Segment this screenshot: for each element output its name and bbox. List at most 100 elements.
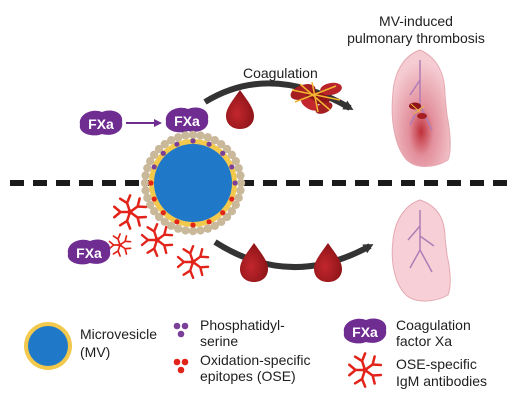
ps-marker [206, 141, 212, 147]
membrane-bead [160, 139, 169, 149]
ps-marker [160, 150, 166, 156]
membrane-bead [203, 224, 213, 233]
fxa-badge-top-left: FXa [79, 110, 123, 136]
membrane-bead [146, 157, 155, 166]
membrane-bead [154, 144, 164, 154]
blood-drop-top [226, 90, 254, 129]
legend-fxa-icon: FXa [343, 318, 387, 344]
blood-drop-bottom-right [314, 243, 342, 282]
membrane-bead [227, 150, 237, 159]
ose-marker [206, 219, 212, 225]
membrane-bead [231, 200, 240, 209]
membrane-bead [143, 193, 152, 203]
membrane-bead [181, 131, 190, 140]
membrane-bead [149, 150, 159, 159]
membrane-bead [196, 131, 205, 140]
blood-drop-bottom-left [240, 243, 268, 282]
lung-thrombosis-icon [391, 49, 451, 167]
microvesicle-membrane [140, 130, 246, 236]
membrane-bead [154, 212, 164, 222]
membrane-bead [188, 130, 198, 140]
membrane-bead [217, 217, 226, 227]
lung-healthy-icon [391, 199, 451, 302]
membrane-bead [234, 163, 243, 173]
coagulation-arrow-bottom [213, 239, 374, 270]
ose-marker [151, 196, 157, 202]
membrane-bead [146, 200, 155, 209]
ps-marker [232, 180, 238, 186]
legend-phosphatidylserine-label-line2: serine [200, 333, 238, 349]
fxa-badge-bound: FXa [165, 107, 209, 133]
legend: Microvesicle (MV) Phosphatidyl- serine O… [24, 317, 487, 389]
ps-marker [220, 150, 226, 156]
membrane-bead [210, 136, 219, 145]
ps-marker [190, 138, 196, 144]
membrane-bead [236, 171, 245, 180]
membrane-bead [167, 221, 176, 230]
membrane-bead [234, 193, 243, 203]
membrane-bead [141, 186, 150, 195]
igm-antibody [347, 352, 383, 388]
legend-fxa-label-line1: Coagulation [396, 317, 471, 333]
membrane-bead [236, 178, 246, 188]
blood-clot-icon [290, 81, 342, 114]
membrane-bead [173, 133, 183, 142]
ps-marker [229, 164, 235, 170]
fxa-badge-text: FXa [352, 324, 378, 340]
microvesicle [140, 130, 246, 236]
legend-ose-label-line2: epitopes (OSE) [200, 368, 296, 384]
microvesicle-surface-markers [148, 138, 238, 228]
igm-antibody-cluster [108, 194, 210, 280]
igm-antibody [176, 244, 210, 280]
membrane-bead [167, 136, 176, 145]
fxa-badge-text: FXa [76, 245, 102, 261]
membrane-bead [222, 212, 232, 222]
ps-marker [151, 164, 157, 170]
legend-phosphatidylserine-label-line1: Phosphatidyl- [200, 317, 285, 333]
membrane-bead [196, 226, 205, 235]
ose-marker [229, 196, 235, 202]
ose-marker [190, 222, 196, 228]
ose-marker [220, 210, 226, 216]
legend-microvesicle-label-line1: Microvesicle [80, 326, 157, 342]
legend-ose-icon [173, 358, 189, 374]
figure-title-line1: MV-induced [379, 13, 453, 29]
igm-antibody [108, 233, 132, 257]
igm-antibody [140, 222, 174, 258]
legend-fxa-label-line2: factor Xa [396, 333, 452, 349]
legend-phosphatidylserine-icon [173, 322, 189, 338]
ose-marker [174, 219, 180, 225]
membrane-bead [149, 207, 159, 216]
membrane-bead [140, 178, 150, 188]
membrane-bead [210, 221, 219, 230]
membrane-bead [227, 207, 237, 216]
legend-ose-label-line1: Oxidation-specific [200, 352, 311, 368]
coagulation-label: Coagulation [243, 65, 318, 81]
ps-marker [174, 141, 180, 147]
figure-title-line2: pulmonary thrombosis [347, 30, 485, 46]
membrane-bead [141, 171, 150, 180]
membrane-bead [231, 157, 240, 166]
membrane-bead [160, 217, 169, 227]
legend-igm-icon [347, 352, 383, 388]
ose-marker [160, 210, 166, 216]
legend-microvesicle-icon [24, 322, 72, 370]
fxa-badge-text: FXa [88, 116, 114, 132]
legend-igm-label-line2: IgM antibodies [396, 373, 487, 389]
membrane-bead [203, 133, 213, 142]
membrane-bead [236, 186, 245, 195]
membrane-bead [143, 163, 152, 173]
ose-marker [148, 180, 154, 186]
membrane-bead [173, 224, 183, 233]
legend-igm-label-line1: OSE-specific [396, 356, 477, 372]
legend-microvesicle-label-line2: (MV) [80, 344, 110, 360]
membrane-bead [181, 226, 190, 235]
igm-antibody [112, 194, 148, 230]
microvesicle-core [154, 144, 232, 222]
membrane-bead [222, 144, 232, 154]
membrane-bead [188, 226, 198, 236]
fxa-badge-text: FXa [174, 113, 200, 129]
membrane-bead [217, 139, 226, 149]
